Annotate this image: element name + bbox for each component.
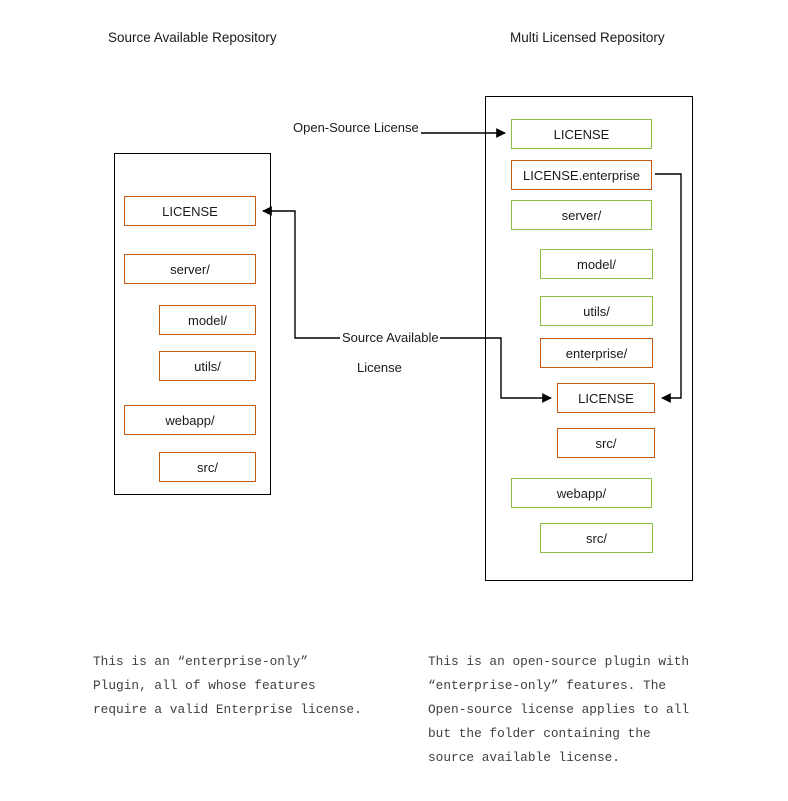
right-repo-title: Multi Licensed Repository [510, 30, 665, 45]
left-caption: This is an “enterprise-only” Plugin, all… [93, 654, 362, 717]
item-label: src/ [595, 435, 617, 451]
item-label: LICENSE [578, 390, 634, 406]
item-label: webapp/ [165, 412, 215, 428]
item-label: enterprise/ [565, 345, 628, 361]
item-label: model/ [187, 312, 228, 328]
right-repo-item-enterprise: enterprise/ [540, 338, 653, 368]
left-repo-item-license: LICENSE [124, 196, 256, 226]
item-label: src/ [586, 530, 607, 546]
right-repo-item-license-enterprise: LICENSE.enterprise [511, 160, 652, 190]
left-repo-title: Source Available Repository [108, 30, 277, 45]
item-label: LICENSE [553, 126, 610, 142]
right-repo-item-webapp: webapp/ [511, 478, 652, 508]
right-repo-item-model: model/ [540, 249, 653, 279]
left-repo-item-utils: utils/ [159, 351, 256, 381]
left-repo-item-server: server/ [124, 254, 256, 284]
item-label: model/ [576, 256, 617, 272]
right-caption: This is an open-source plugin with “ente… [428, 654, 690, 765]
item-label: LICENSE.enterprise [522, 167, 641, 183]
source-available-license-label-line1: Source Available [342, 330, 439, 345]
left-repo-item-webapp: webapp/ [124, 405, 256, 435]
right-repo-item-license: LICENSE [557, 383, 655, 413]
source-available-left-connector [262, 206, 340, 339]
right-repo-item-src: src/ [540, 523, 653, 553]
item-label: server/ [170, 261, 210, 277]
item-label: LICENSE [162, 203, 218, 219]
right-repo-item-server: server/ [511, 200, 652, 230]
item-label: utils/ [194, 358, 221, 374]
left-repo-item-src: src/ [159, 452, 256, 482]
left-repo-item-model: model/ [159, 305, 256, 335]
right-repo-item-src: src/ [557, 428, 655, 458]
right-repo-item-license: LICENSE [511, 119, 652, 149]
item-label: webapp/ [556, 485, 607, 501]
item-label: utils/ [583, 303, 610, 319]
item-label: server/ [561, 207, 602, 223]
item-label: src/ [197, 459, 218, 475]
open-source-license-label: Open-Source License [293, 120, 419, 135]
right-repo-item-utils: utils/ [540, 296, 653, 326]
source-available-license-label-line2: License [357, 360, 402, 375]
